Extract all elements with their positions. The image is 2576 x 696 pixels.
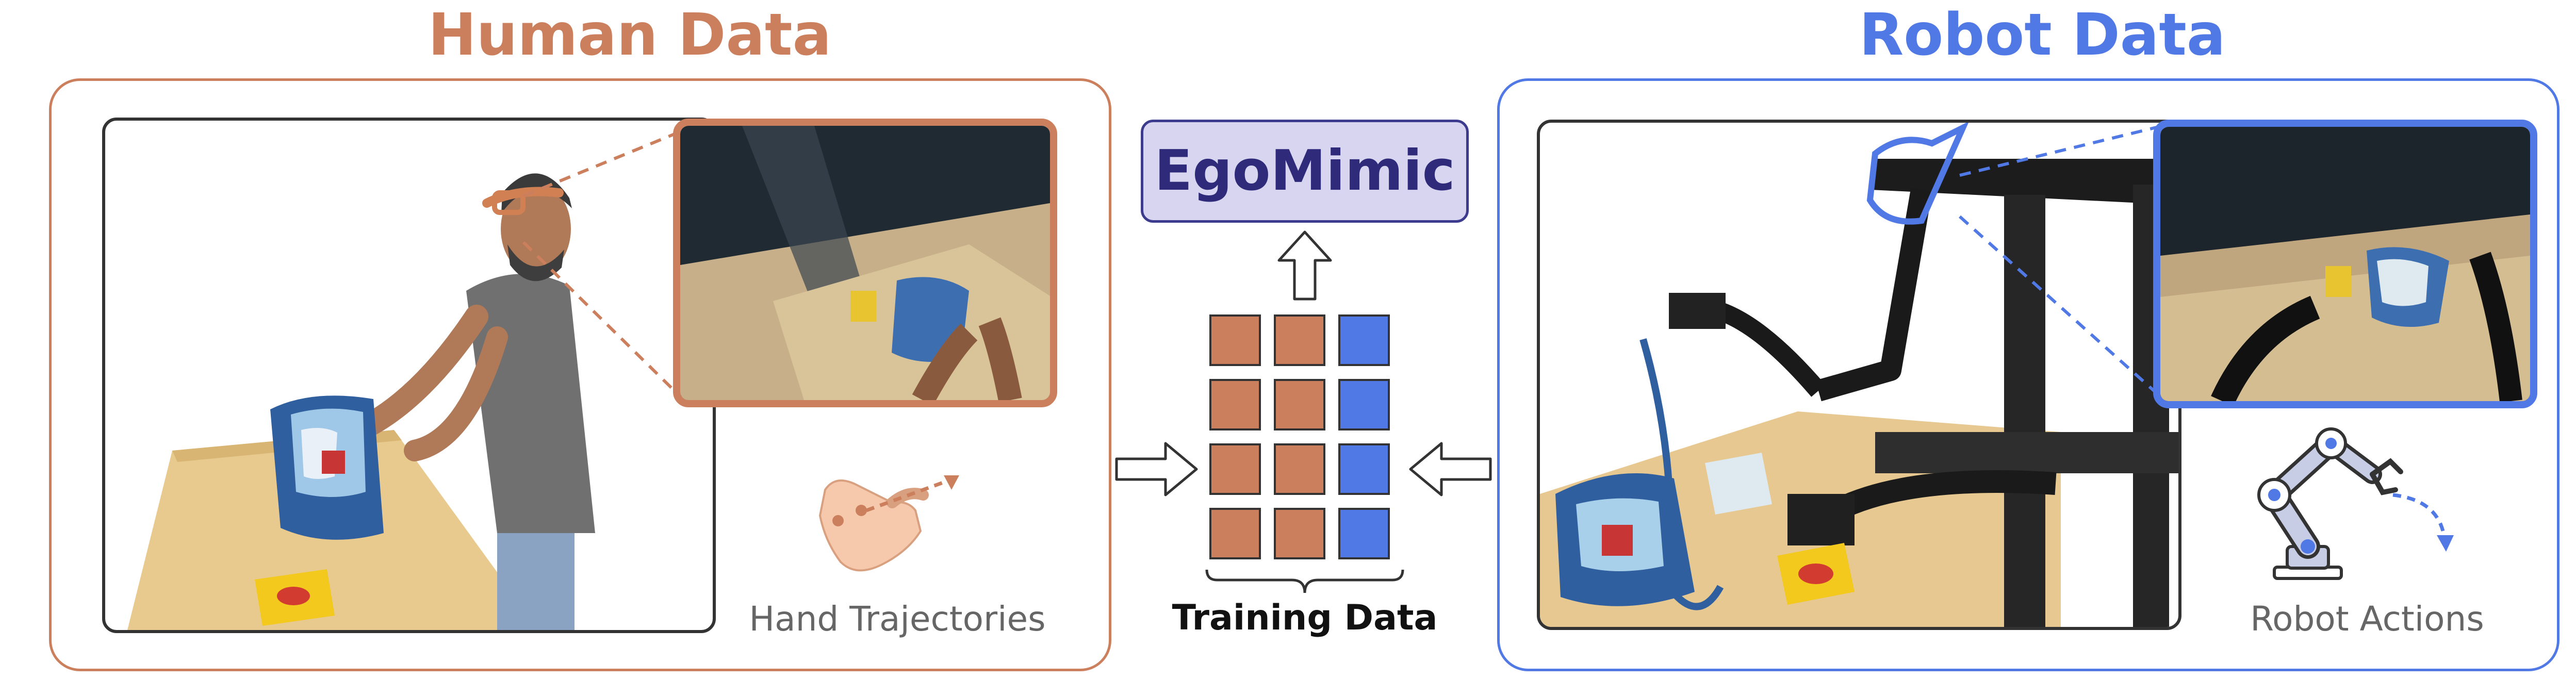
training-data-label: Training Data <box>1172 598 1438 638</box>
grid-cell-robot <box>1338 314 1390 366</box>
training-data-grid <box>1209 314 1400 559</box>
grid-cell-human <box>1209 379 1261 430</box>
human-scene-illustration <box>127 173 595 630</box>
grid-cell-human <box>1209 443 1261 495</box>
grid-cell-human <box>1209 314 1261 366</box>
robot-data-title: Robot Data <box>1859 2 2226 69</box>
grid-cell-robot <box>1338 508 1390 559</box>
grid-cell-robot <box>1338 443 1390 495</box>
grid-cell-human <box>1274 314 1325 366</box>
robot-demo-photo <box>1537 120 2181 630</box>
human-demo-photo <box>102 118 716 633</box>
training-data-bracket <box>1205 569 1404 593</box>
grid-cell-human <box>1274 443 1325 495</box>
human-data-title: Human Data <box>428 2 832 69</box>
grid-cell-human <box>1209 508 1261 559</box>
robot-scene-illustration <box>1540 123 2178 627</box>
robot-data-panel <box>1497 78 2559 671</box>
right-arrow-icon <box>1115 442 1198 496</box>
hand-icon <box>805 454 980 588</box>
egomimic-model-label: EgoMimic <box>1154 139 1455 203</box>
left-arrow-icon <box>1409 442 1492 496</box>
robot-actions-caption: Robot Actions <box>2250 599 2484 639</box>
grid-cell-robot <box>1338 379 1390 430</box>
robot-ego-illustration <box>2160 127 2530 401</box>
human-data-panel <box>49 78 1111 671</box>
robot-egocentric-view <box>2153 120 2537 408</box>
human-ego-illustration <box>680 126 1050 400</box>
human-egocentric-view <box>673 119 1057 407</box>
up-arrow-icon <box>1277 230 1332 301</box>
robot-arm-icon <box>2238 418 2460 583</box>
grid-cell-human <box>1274 508 1325 559</box>
egomimic-model-box: EgoMimic <box>1141 120 1469 223</box>
hand-trajectories-caption: Hand Trajectories <box>749 599 1046 639</box>
grid-cell-human <box>1274 379 1325 430</box>
